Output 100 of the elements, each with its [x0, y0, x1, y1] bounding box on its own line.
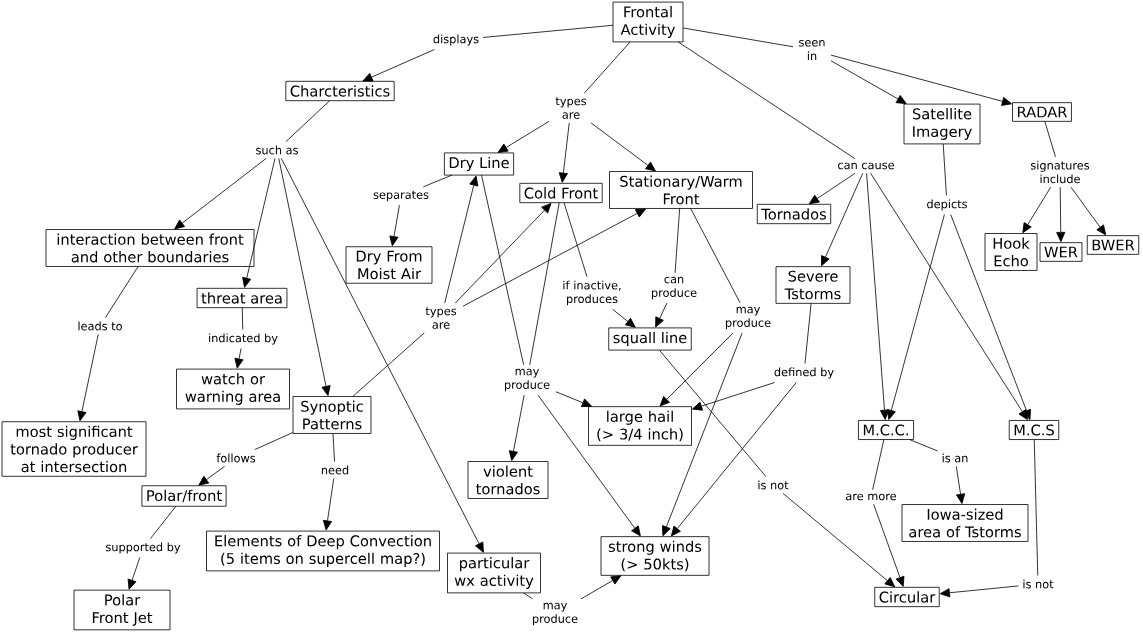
linking-phrase: indicated by: [209, 333, 278, 345]
connector-line: [352, 332, 425, 397]
arrow: [362, 49, 435, 82]
linking-phrase: signatures include: [1030, 160, 1090, 184]
linking-phrase: such as: [256, 145, 298, 155]
linking-phrase: seen in: [799, 40, 825, 60]
linking-phrase: need: [321, 465, 349, 475]
connector-line: [104, 266, 139, 318]
connector-line: [422, 174, 453, 188]
arrow: [280, 158, 484, 553]
arrow: [454, 203, 552, 304]
concept-box: large hail (> 3/4 inch): [588, 406, 692, 446]
arrow: [939, 585, 1019, 598]
arrow: [242, 158, 276, 288]
connector-line: [804, 302, 812, 364]
linking-phrase: follows: [216, 453, 256, 463]
linking-phrase: can cause: [838, 162, 894, 170]
concept-box: BWER: [1086, 235, 1140, 255]
arrow: [659, 332, 734, 407]
arrow: [537, 394, 641, 537]
concept-box: Satellite Imagery: [903, 103, 981, 145]
connector-line: [150, 505, 177, 539]
concept-box: strong winds (> 50kts): [600, 536, 710, 576]
concept-box: Iowa-sized area of Tstorms: [901, 504, 1029, 542]
concept-box: Tornados: [756, 203, 832, 225]
concept-box: Polar Front Jet: [73, 589, 171, 631]
concept-box: Dry Line: [444, 152, 514, 176]
arrow: [444, 175, 479, 304]
connector-line: [481, 174, 525, 366]
connector-line: [482, 24, 614, 38]
concept-box: Charcteristics: [285, 80, 395, 102]
concept-box: particular wx activity: [447, 552, 541, 594]
connector-line: [1033, 439, 1039, 576]
concept-box: Elements of Deep Convection (5 items on supercell map?): [206, 530, 440, 572]
connector-line: [332, 433, 335, 462]
arrow: [670, 382, 797, 537]
arrow: [655, 302, 668, 328]
linking-phrase: types are: [425, 307, 457, 329]
linking-phrase: may produce: [725, 306, 771, 330]
arrow: [278, 158, 331, 396]
linking-phrase: is not: [1023, 579, 1054, 589]
concept-box: Stationary/Warm Front: [609, 171, 753, 209]
arrow: [821, 172, 864, 267]
linking-phrase: leads to: [78, 321, 122, 331]
concept-box: Synoptic Patterns: [292, 396, 372, 434]
linking-phrase: defined by: [774, 367, 834, 379]
arrow: [198, 466, 225, 486]
arrow: [1070, 186, 1107, 236]
concept-box: threat area: [196, 287, 288, 309]
connector-line: [254, 432, 294, 450]
arrow: [127, 557, 141, 590]
arrow: [389, 204, 400, 247]
connector-line: [285, 100, 331, 142]
linking-phrase: may produce: [504, 368, 550, 392]
arrow: [508, 394, 525, 461]
concept-box: Severe Tstorms: [775, 266, 851, 304]
linking-phrase: can produce: [651, 276, 697, 300]
arrow: [886, 214, 945, 420]
arrow: [870, 172, 1028, 420]
arrow: [77, 334, 99, 422]
linking-phrase: is an: [942, 453, 968, 463]
connector-line: [682, 27, 794, 48]
arrow: [782, 493, 896, 588]
linking-phrase: depicts: [927, 199, 967, 211]
arrow: [558, 122, 570, 183]
concept-box: most significant tornado producer at intersection: [1, 421, 147, 477]
concept-box: interaction between front and other boundaries: [45, 229, 255, 267]
linking-phrase: displays: [433, 34, 479, 46]
arrow: [873, 503, 905, 587]
concept-box: Polar/front: [141, 485, 227, 507]
connector-line: [690, 208, 741, 304]
concept-box: Dry From Moist Air: [345, 246, 433, 284]
connector-line: [563, 202, 588, 278]
arrow: [692, 382, 776, 411]
arrow: [555, 391, 592, 408]
concept-box: M.C.C.: [858, 420, 914, 440]
concept-box: squall line: [608, 327, 692, 351]
arrow: [955, 466, 966, 504]
connector-line: [872, 439, 885, 491]
arrow: [1056, 186, 1066, 243]
arrow: [830, 54, 1012, 106]
connector-line: [241, 307, 244, 330]
connector-line: [677, 41, 856, 160]
concept-box: M.C.S: [1008, 420, 1060, 440]
arrow: [830, 60, 907, 104]
connector-line: [1044, 120, 1056, 158]
arrow: [590, 122, 656, 172]
linking-phrase: are more: [846, 493, 897, 501]
linking-phrase: separates: [373, 190, 429, 202]
arrow: [497, 120, 550, 153]
concept-box: violent tornados: [467, 461, 549, 499]
connector-line: [658, 349, 767, 477]
connector-line: [909, 439, 938, 452]
concept-box: WER: [1039, 242, 1083, 262]
arrow: [322, 478, 335, 531]
concept-box: Circular: [874, 586, 940, 608]
connector-line: [942, 143, 947, 196]
linking-phrase: types are: [555, 97, 587, 119]
linking-phrase: may produce: [532, 602, 578, 626]
arrow: [1022, 186, 1052, 234]
